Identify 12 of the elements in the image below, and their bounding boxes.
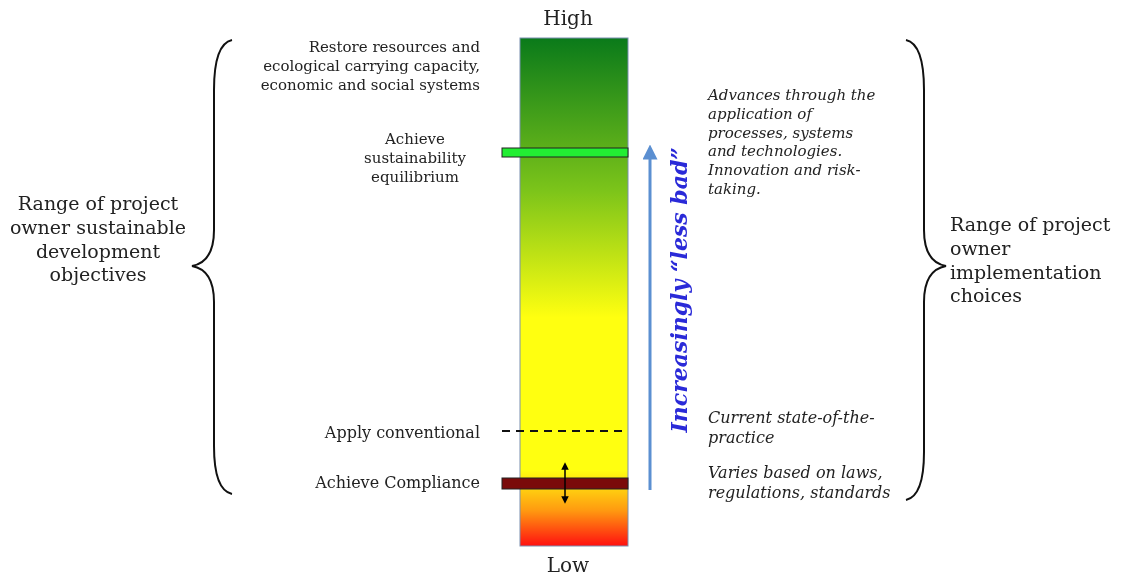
note-text: Varies based on laws, regulations, standards: [708, 463, 892, 503]
arrow-label: Increasingly “less bad”: [666, 146, 694, 433]
scale-end-label: Low: [545, 553, 591, 578]
level-label: Achieve sustainability equilibrium: [363, 130, 467, 187]
level-label: Apply conventional: [323, 423, 480, 443]
level-label: Achieve Compliance: [314, 473, 480, 493]
note-text: Advances through the application of processes, systems and technologies. Innovation and risk-taking.: [708, 86, 877, 199]
scale-end-label: High: [542, 6, 594, 31]
range-caption: Range of project owner sustainable development objectives: [8, 192, 188, 287]
note-text: Current state-of-the-practice: [708, 408, 876, 448]
range-caption: Range of project owner implementation choices: [950, 213, 1112, 308]
level-label: Restore resources and ecological carrying capacity, economic and social systems: [259, 38, 480, 95]
